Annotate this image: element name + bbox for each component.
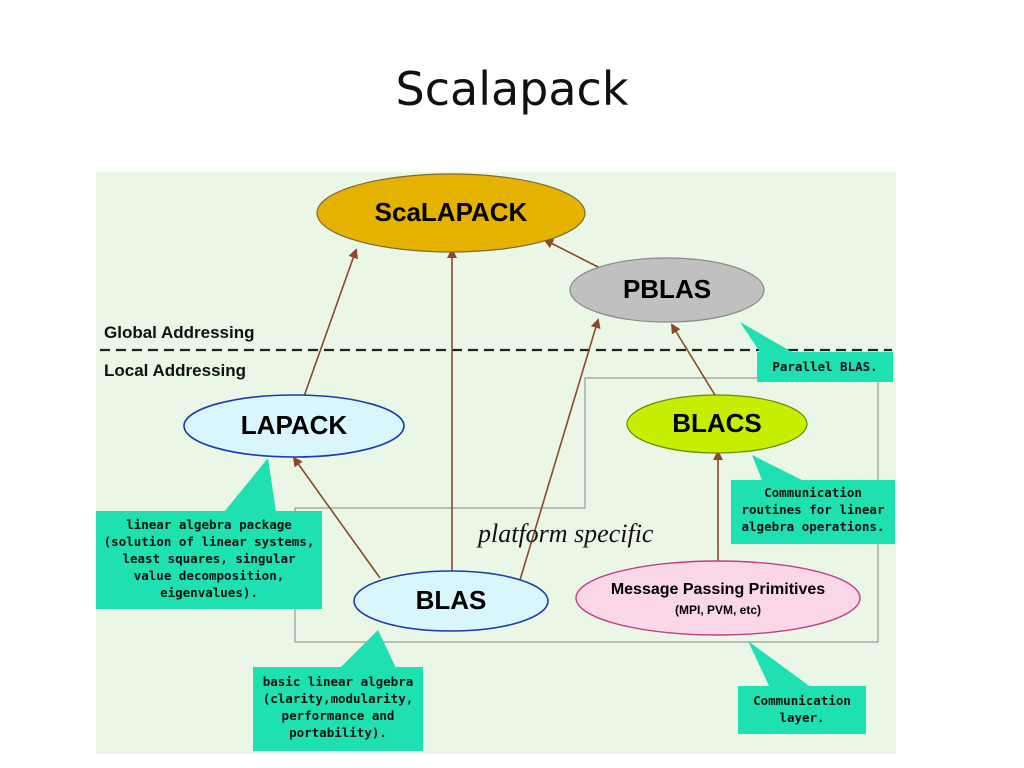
lapack-callout-line-4: value decomposition, — [134, 568, 285, 583]
blas-callout-line-3: performance and — [282, 708, 395, 723]
dependency-arrows — [292, 239, 723, 581]
blas-label: BLAS — [416, 585, 487, 615]
pblas-label: PBLAS — [623, 274, 711, 304]
slide-title: Scalapack — [395, 62, 629, 116]
arrow-blacs-to-pblas — [670, 323, 719, 401]
blacs-callout-line-3: algebra operations. — [742, 519, 885, 534]
comm-callout — [738, 686, 866, 734]
pblas-callout-line: Parallel BLAS. — [772, 359, 877, 374]
lapack-callout-line-5: eigenvalues). — [160, 585, 258, 600]
blacs-callout-pointer — [752, 455, 802, 480]
lapack-callout — [96, 511, 322, 609]
comm-callout-pointer — [748, 641, 812, 688]
lapack-callout-line-1: linear algebra package — [126, 517, 292, 532]
lapack-label: LAPACK — [241, 410, 348, 440]
arrow-pblas-to-scalapack — [543, 239, 601, 269]
arrow-blas-to-pblas — [519, 318, 601, 581]
blas-node — [353, 570, 549, 632]
comm-callout-line-1: Communication — [753, 693, 851, 708]
local-addressing-label: Local Addressing — [104, 361, 246, 380]
mpp-node — [575, 560, 861, 636]
platform-specific-label: platform specific — [476, 519, 654, 548]
blas-callout-line-1: basic linear algebra — [263, 674, 414, 689]
blas-callout-line-4: portability). — [289, 725, 387, 740]
blacs-node — [626, 394, 808, 454]
lapack-callout-pointer — [224, 458, 276, 512]
pblas-node — [569, 257, 765, 323]
arrow-blas-to-lapack — [292, 456, 381, 579]
mpp-title: Message Passing Primitives — [611, 581, 825, 598]
lapack-callout-line-2: (solution of linear systems, — [104, 534, 315, 549]
scalapack-node — [316, 173, 586, 253]
blas-callout-pointer — [340, 630, 396, 668]
blas-callout — [253, 667, 423, 751]
blacs-label: BLACS — [672, 408, 762, 438]
blas-callout-line-2: (clarity,modularity, — [263, 691, 414, 706]
blacs-callout-line-1: Communication — [764, 485, 862, 500]
blacs-callout — [731, 480, 895, 544]
mpp-subtitle: (MPI, PVM, etc) — [675, 603, 761, 617]
global-addressing-label: Global Addressing — [104, 323, 255, 342]
lapack-node — [183, 394, 405, 458]
pblas-callout-pointer — [740, 322, 792, 352]
blacs-callout-line-2: routines for linear — [742, 502, 885, 517]
scalapack-label: ScaLAPACK — [375, 197, 528, 227]
lapack-callout-line-3: least squares, singular — [122, 551, 296, 566]
arrow-lapack-to-scalapack — [301, 248, 359, 403]
pblas-callout — [757, 352, 893, 382]
comm-callout-line-2: layer. — [779, 710, 824, 725]
